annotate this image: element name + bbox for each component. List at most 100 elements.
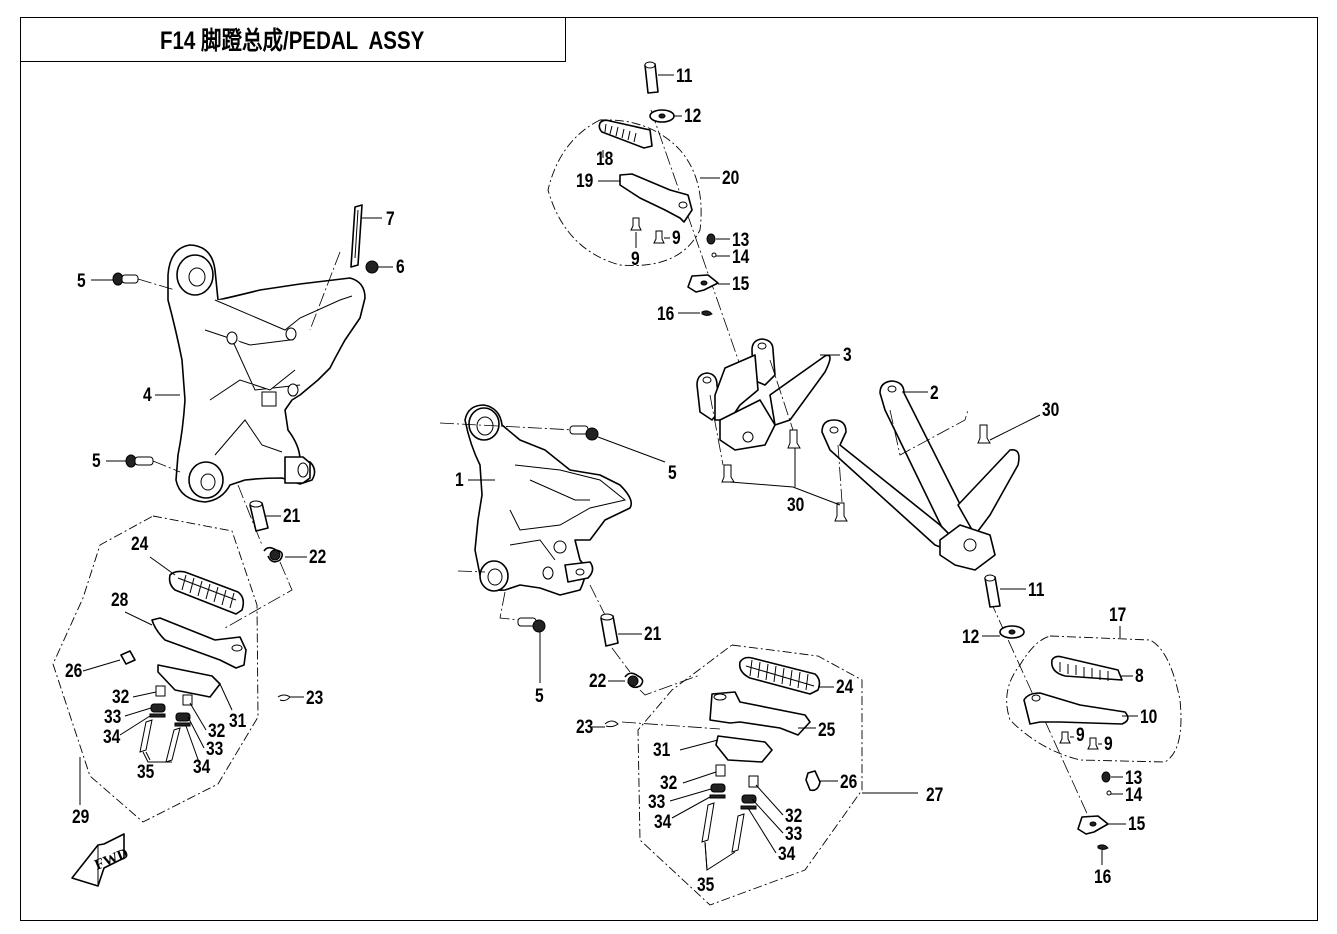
callout-label-22[interactable]: 22 (589, 670, 606, 692)
part-pin-21-center[interactable] (600, 613, 619, 647)
part-pin-21-left[interactable] (249, 500, 269, 532)
part-footrest-rubber-24-center[interactable] (738, 656, 821, 695)
part-clip-16-top[interactable] (701, 310, 713, 316)
callout-label-32[interactable]: 32 (112, 686, 129, 708)
part-ball-14-lower[interactable] (1106, 790, 1112, 796)
callout-label-32[interactable]: 32 (785, 805, 802, 827)
part-plate-31-left[interactable] (157, 664, 221, 698)
part-footrest-peg-10[interactable] (1023, 692, 1129, 725)
callout-label-13[interactable]: 13 (1125, 767, 1143, 789)
callout-label-26[interactable]: 26 (840, 771, 858, 793)
part-passenger-peg-bracket-2[interactable] (821, 380, 1020, 571)
part-nut-13-top[interactable] (706, 233, 716, 245)
callout-label-16[interactable]: 16 (1094, 866, 1112, 888)
callout-label-21[interactable]: 21 (644, 623, 662, 645)
part-strip-7[interactable] (350, 204, 363, 268)
callout-label-19[interactable]: 19 (576, 170, 594, 192)
part-bolt-9-top-a[interactable] (630, 217, 642, 231)
part-spring-22-left[interactable] (263, 546, 284, 563)
part-damper-stack-center-a[interactable] (701, 764, 726, 843)
callout-label-18[interactable]: 18 (596, 148, 614, 170)
callout-label-34[interactable]: 34 (193, 756, 211, 778)
callout-label-15[interactable]: 15 (732, 273, 750, 295)
callout-label-26[interactable]: 26 (65, 660, 83, 682)
callout-label-32[interactable]: 32 (660, 772, 677, 794)
callout-label-34[interactable]: 34 (654, 811, 672, 833)
part-footrest-rubber-24-left[interactable] (168, 570, 245, 615)
callout-label-16[interactable]: 16 (657, 303, 675, 325)
part-center-bracket-1[interactable] (464, 404, 633, 596)
part-pin-11-lower[interactable] (984, 574, 1001, 608)
callout-label-14[interactable]: 14 (732, 246, 750, 268)
callout-label-10[interactable]: 10 (1140, 706, 1157, 728)
callout-label-13[interactable]: 13 (732, 229, 750, 251)
callout-label-23[interactable]: 23 (306, 687, 324, 709)
callout-label-34[interactable]: 34 (778, 843, 796, 865)
part-bolt-9-lower-b[interactable] (1087, 737, 1099, 750)
callout-label-4[interactable]: 4 (143, 384, 152, 406)
callout-label-11[interactable]: 11 (676, 65, 693, 87)
callout-label-22[interactable]: 22 (309, 546, 326, 568)
part-footrest-rubber-18[interactable] (598, 119, 653, 149)
part-bolt-5-center-lower[interactable] (517, 617, 546, 633)
callout-label-33[interactable]: 33 (104, 706, 122, 728)
callout-label-29[interactable]: 29 (72, 806, 90, 828)
part-left-rear-bracket[interactable] (167, 244, 366, 503)
part-damper-stack-left-b[interactable] (165, 694, 193, 763)
part-nut-13-lower[interactable] (1101, 771, 1111, 783)
callout-label-9[interactable]: 9 (672, 227, 681, 249)
callout-label-33[interactable]: 33 (648, 791, 666, 813)
callout-label-32[interactable]: 32 (208, 720, 225, 742)
part-spring-22-center[interactable] (624, 672, 644, 689)
callout-label-33[interactable]: 33 (785, 823, 803, 845)
part-bolt-9-top-b[interactable] (653, 230, 665, 244)
part-clip-23-left[interactable] (277, 694, 291, 702)
callout-label-35[interactable]: 35 (697, 874, 715, 896)
part-damper-stack-left-a[interactable] (139, 685, 166, 753)
part-bolt-5-upper-left[interactable] (112, 272, 139, 286)
part-bolt-5-center-upper[interactable] (569, 425, 599, 441)
callout-label-30[interactable]: 30 (787, 494, 804, 516)
callout-label-28[interactable]: 28 (111, 589, 129, 611)
part-pin-11-top[interactable] (644, 61, 659, 94)
callout-label-12[interactable]: 12 (962, 626, 979, 648)
part-washer-12-top[interactable] (649, 109, 675, 123)
part-bolt-5-lower-left[interactable] (125, 454, 154, 468)
callout-label-11[interactable]: 11 (1028, 579, 1045, 601)
part-rider-peg-bracket-3[interactable] (696, 338, 831, 451)
callout-label-3[interactable]: 3 (843, 344, 852, 366)
part-plate-31-center[interactable] (715, 735, 773, 763)
callout-label-9[interactable]: 9 (631, 248, 640, 270)
part-bolt-26-left[interactable] (120, 650, 136, 665)
callout-label-24[interactable]: 24 (131, 533, 149, 555)
callout-label-31[interactable]: 31 (229, 710, 247, 732)
callout-label-1[interactable]: 1 (455, 469, 464, 491)
callout-label-35[interactable]: 35 (137, 761, 155, 783)
callout-label-9[interactable]: 9 (1076, 724, 1085, 746)
callout-label-5[interactable]: 5 (77, 270, 86, 292)
part-bolt-30-a[interactable] (721, 464, 735, 483)
part-footrest-peg-19[interactable] (619, 173, 693, 223)
part-bolt-9-lower-a[interactable] (1059, 731, 1071, 744)
callout-label-33[interactable]: 33 (206, 738, 224, 760)
part-bolt-30-b[interactable] (787, 429, 801, 449)
part-ball-14-top[interactable] (711, 252, 717, 258)
part-plate-15-lower[interactable] (1077, 815, 1109, 835)
part-bolt-26-center[interactable] (805, 770, 821, 792)
callout-label-21[interactable]: 21 (283, 505, 301, 527)
callout-label-14[interactable]: 14 (1125, 784, 1143, 806)
callout-label-20[interactable]: 20 (722, 167, 739, 189)
part-damper-stack-center-b[interactable] (731, 775, 759, 853)
callout-label-15[interactable]: 15 (1128, 813, 1146, 835)
callout-label-5[interactable]: 5 (92, 450, 101, 472)
part-footrest-peg-28-left[interactable] (151, 617, 247, 669)
callout-label-8[interactable]: 8 (1135, 665, 1144, 687)
callout-label-34[interactable]: 34 (103, 726, 121, 748)
part-nut-6[interactable] (365, 260, 379, 274)
part-clip-16-lower[interactable] (1097, 844, 1109, 850)
part-bolt-30-d[interactable] (977, 424, 991, 444)
part-clip-23-center[interactable] (604, 720, 619, 728)
part-footrest-peg-25-center[interactable] (709, 691, 811, 736)
part-plate-15-top[interactable] (687, 274, 719, 293)
callout-label-7[interactable]: 7 (386, 208, 395, 230)
